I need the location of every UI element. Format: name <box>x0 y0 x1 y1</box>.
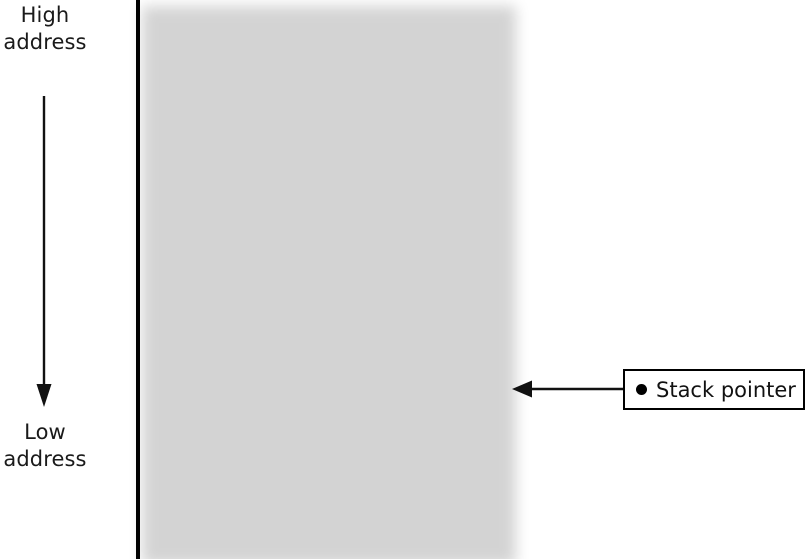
down-arrow-icon <box>36 96 52 407</box>
low-address-line2: address <box>3 447 87 472</box>
low-address-label: Low address <box>0 419 100 474</box>
low-address-line1: Low <box>24 420 66 444</box>
stack-column: The caller´s stack frame Parameter n … P… <box>136 0 510 559</box>
high-address-label: High address <box>0 2 100 57</box>
stack-pointer-callout[interactable]: Stack pointer <box>623 369 805 410</box>
high-address-line2: address <box>3 30 87 55</box>
stack-left-rail <box>136 0 140 559</box>
left-arrow-icon <box>512 380 626 398</box>
bullet-dot-icon <box>636 384 647 395</box>
stack-pointer-label: Stack pointer <box>656 377 796 402</box>
stack-column-shadow <box>142 6 516 559</box>
high-address-line1: High <box>20 3 70 27</box>
